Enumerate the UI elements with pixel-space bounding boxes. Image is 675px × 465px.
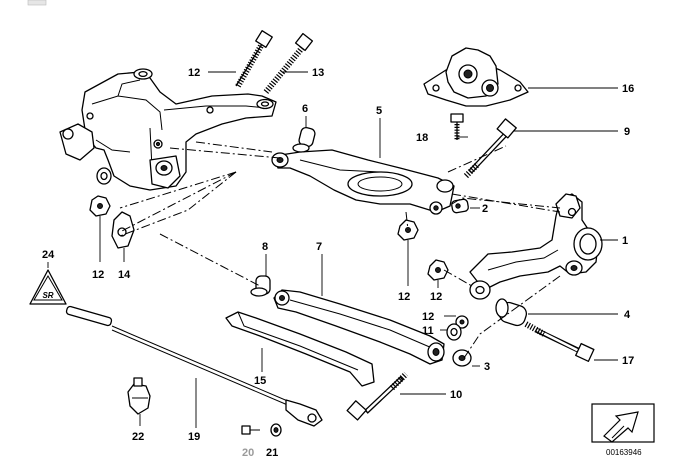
warning-symbol-24: SR [29, 269, 67, 305]
washer-11[interactable] [446, 323, 462, 341]
callout-17: 16 [622, 83, 634, 95]
sensor-link-20[interactable] [65, 305, 323, 427]
washer-22[interactable] [270, 423, 282, 437]
mount-17[interactable] [423, 47, 529, 107]
callout-10: 10 [450, 389, 462, 401]
bolt-13[interactable] [235, 30, 273, 88]
callout-8: 8 [262, 241, 268, 253]
callout-5: 5 [376, 105, 382, 117]
wishbone-5[interactable] [271, 149, 455, 215]
heat-shield-16[interactable] [225, 311, 375, 387]
nut-12-c[interactable] [427, 259, 449, 281]
bolt-19[interactable] [450, 113, 464, 140]
callout-11: 11 [422, 325, 434, 337]
bolt-10[interactable] [346, 371, 409, 421]
callout-20: 19 [188, 431, 200, 443]
rear-axle-carrier[interactable] [59, 68, 277, 191]
callout-13: 12 [188, 67, 200, 79]
callout-23: 22 [132, 431, 144, 443]
callout-19: 18 [416, 132, 428, 144]
arrow-icon [603, 411, 639, 443]
bushing-6[interactable] [292, 126, 316, 153]
bolt-14[interactable] [263, 32, 314, 94]
callout-2: 2 [482, 203, 488, 215]
callout-12-c: 12 [430, 291, 442, 303]
bushing-4[interactable] [495, 298, 528, 328]
callout-14: 13 [312, 67, 324, 79]
callout-21: 20 [242, 447, 254, 459]
drawing-number: 00163946 [606, 448, 642, 457]
bushing-8[interactable] [250, 275, 271, 297]
sensor-23[interactable] [127, 377, 151, 415]
trailing-arm-7[interactable] [273, 289, 445, 365]
callout-12-d: 12 [422, 311, 434, 323]
callout-3: 3 [484, 361, 490, 373]
callouts: 12 13 6 5 16 18 9 2 1 24 12 14 8 7 12 12… [42, 67, 634, 459]
leader-lines [47, 71, 618, 428]
callout-6: 6 [302, 103, 308, 115]
callout-15: 14 [118, 269, 131, 281]
callout-24: 24 [42, 249, 55, 261]
callout-16: 15 [254, 375, 266, 387]
wheel-carrier-1[interactable] [469, 193, 603, 300]
callout-9: 9 [624, 126, 630, 138]
warning-symbol-text: SR [42, 291, 53, 300]
bushing-2[interactable] [451, 198, 469, 214]
direction-box [591, 403, 655, 443]
assembly-lines [119, 141, 561, 359]
callout-12-a: 12 [92, 269, 104, 281]
bolt-9[interactable] [463, 118, 517, 179]
bolt-18[interactable] [524, 321, 595, 362]
callout-1: 1 [622, 235, 628, 247]
nut-12-d[interactable] [455, 315, 469, 329]
callout-7: 7 [316, 241, 322, 253]
callout-22: 21 [266, 447, 278, 459]
callout-18: 17 [622, 355, 634, 367]
nut-12-a[interactable] [89, 195, 111, 217]
corner-mark [27, 0, 47, 6]
callout-12-b: 12 [398, 291, 410, 303]
screw-21[interactable] [241, 425, 260, 435]
callout-4: 4 [624, 309, 631, 321]
